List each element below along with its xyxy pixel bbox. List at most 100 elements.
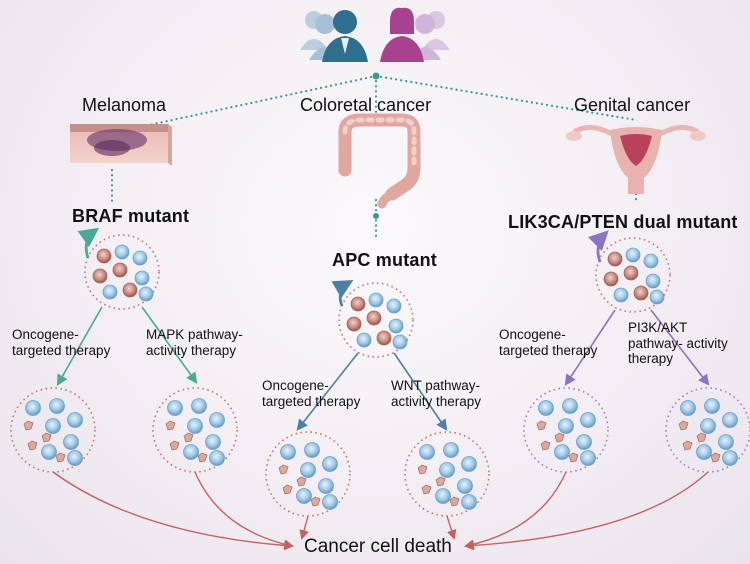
dead-cell-fragment — [282, 484, 293, 495]
apc-dot — [373, 213, 379, 219]
normal-cell — [562, 398, 578, 414]
dead-cell-fragment — [169, 440, 180, 451]
dead-cell-fragment — [23, 420, 34, 431]
tumor-cell — [607, 251, 623, 267]
normal-cell — [187, 418, 203, 434]
wnt-therapy-label: WNT pathway-activity therapy — [391, 378, 482, 409]
normal-cell — [300, 462, 316, 478]
hub-connectors — [110, 74, 638, 240]
dead-cell-fragment — [449, 496, 460, 507]
tumor-cell — [350, 296, 366, 312]
cancer-cell-death-label: Cancer cell death — [304, 536, 452, 557]
tumor-cell — [633, 285, 649, 301]
normal-cell — [696, 444, 712, 460]
normal-cell — [25, 400, 41, 416]
normal-cell — [102, 284, 118, 300]
dead-cell-fragment — [682, 440, 693, 451]
normal-cell — [580, 450, 596, 466]
normal-cell — [538, 400, 554, 416]
normal-cell — [114, 244, 130, 260]
normal-cell — [613, 287, 629, 303]
normal-cell — [209, 450, 225, 466]
therapy-arrows — [56, 306, 710, 431]
dead-cell-fragment — [296, 476, 307, 487]
tumor-cell — [346, 316, 362, 332]
normal-cell — [191, 398, 207, 414]
normal-cell — [718, 434, 734, 450]
dead-cell-fragment — [421, 484, 432, 495]
normal-cell — [722, 412, 738, 428]
normal-cell — [41, 444, 57, 460]
normal-cell — [680, 400, 696, 416]
uterus-icon — [566, 125, 706, 194]
dead-cell-fragment — [417, 464, 428, 475]
cells-layer — [23, 244, 738, 510]
dead-cell-fragment — [197, 452, 208, 463]
tumor-cell — [376, 330, 392, 346]
normal-cell — [576, 434, 592, 450]
normal-cell — [63, 434, 79, 450]
normal-cell — [132, 250, 148, 266]
normal-cell — [554, 444, 570, 460]
patients-icon — [300, 7, 450, 62]
normal-cell — [704, 398, 720, 414]
dead-cell-fragment — [536, 420, 547, 431]
dead-cell-fragment — [41, 432, 52, 443]
normal-cell — [419, 444, 435, 460]
dead-cell-fragment — [278, 464, 289, 475]
normal-cell — [580, 412, 596, 428]
dead-cell-fragment — [165, 420, 176, 431]
normal-cell — [322, 494, 338, 510]
normal-cell — [645, 273, 661, 289]
genital-oncogene-therapy-label: Oncogene-targeted therapy — [499, 327, 598, 358]
normal-cell — [138, 286, 154, 302]
normal-cell — [45, 418, 61, 434]
tumor-cell — [603, 271, 619, 287]
melanoma-label: Melanoma — [82, 95, 167, 115]
normal-cell — [461, 494, 477, 510]
normal-cell — [280, 444, 296, 460]
dead-cell-fragment — [696, 432, 707, 443]
genital-cancer-label: Genital cancer — [574, 95, 691, 115]
normal-cell — [49, 398, 65, 414]
normal-cell — [700, 418, 716, 434]
normal-cell — [443, 442, 459, 458]
colorectal-cancer-label: Coloretal cancer — [300, 95, 432, 115]
normal-cell — [304, 442, 320, 458]
normal-cell — [368, 292, 384, 308]
normal-cell — [209, 412, 225, 428]
dead-cell-fragment — [678, 420, 689, 431]
normal-cell — [386, 298, 402, 314]
normal-cell — [435, 488, 451, 504]
melanoma-oncogene-therapy-label: Oncogene-targeted therapy — [12, 327, 111, 358]
tumor-cell — [366, 310, 382, 326]
dead-cell-fragment — [310, 496, 321, 507]
normal-cell — [67, 450, 83, 466]
normal-cell — [643, 253, 659, 269]
tumor-cell — [623, 265, 639, 281]
death-arrows — [52, 471, 709, 551]
tumor-cell — [92, 268, 108, 284]
dead-cell-fragment — [710, 452, 721, 463]
pik3ca-pten-mutant-label: LIK3CA/PTEN dual mutant — [508, 212, 738, 232]
normal-cell — [205, 434, 221, 450]
hub-dot — [372, 72, 380, 80]
tumor-cell — [112, 262, 128, 278]
normal-cell — [322, 456, 338, 472]
normal-cell — [67, 412, 83, 428]
dead-cell-fragment — [27, 440, 38, 451]
skin-tissue-icon — [70, 124, 172, 166]
colorectal-oncogene-therapy-label: Oncogene-targeted therapy — [262, 378, 361, 409]
dead-cell-fragment — [183, 432, 194, 443]
tumor-cell — [96, 248, 112, 264]
normal-cell — [392, 334, 408, 350]
dead-cell-fragment — [540, 440, 551, 451]
dead-cell-fragment — [568, 452, 579, 463]
dead-cell-fragment — [55, 452, 66, 463]
braf-mutant-label: BRAF mutant — [72, 206, 190, 226]
dead-cell-fragment — [435, 476, 446, 487]
normal-cell — [457, 478, 473, 494]
normal-cell — [296, 488, 312, 504]
normal-cell — [356, 332, 372, 348]
